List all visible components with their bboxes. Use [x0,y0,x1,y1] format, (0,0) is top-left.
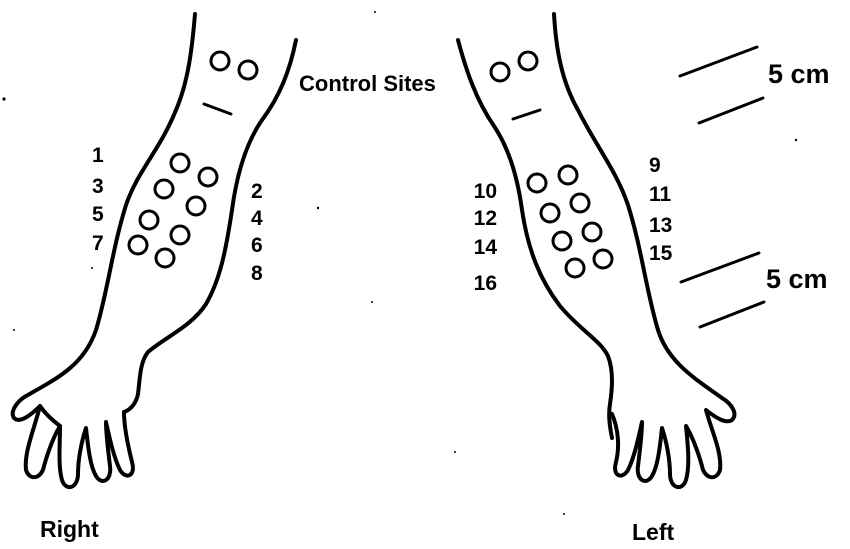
left-site-number: 11 [649,183,672,206]
right-test-site [129,236,147,254]
left-site-number: 9 [649,154,661,177]
left-test-site [571,194,589,212]
left-site-number: 14 [474,236,498,259]
left-site-number: 15 [649,242,673,265]
left-test-site [528,174,546,192]
left-control-site-2 [519,52,537,70]
left-site-number: 16 [474,272,497,295]
scale-bar-upper: 5 cm [680,47,830,123]
right-site-number: 8 [251,262,263,285]
scale-bar-lower: 5 cm [681,253,828,327]
right-site-number: 7 [92,232,104,255]
left-control-site-1 [491,63,509,81]
right-test-site [156,249,174,267]
left-arm-outline-outer [554,14,734,487]
left-test-site [566,259,584,277]
control-sites-label: Control Sites [299,71,436,96]
left-test-site [594,250,612,268]
right-site-number: 3 [92,175,104,198]
right-arm: 1 3 5 7 2 4 6 8 Right [13,14,296,542]
right-control-mark [204,104,231,114]
left-control-mark [513,110,540,119]
left-site-number: 13 [649,214,672,237]
right-site-number: 4 [251,207,263,230]
scale-line [700,302,764,327]
left-test-site [553,232,571,250]
right-site-number: 1 [92,144,104,167]
right-test-site [140,211,158,229]
left-site-number: 10 [474,180,497,203]
scale-line [680,47,757,76]
right-test-site [171,226,189,244]
left-test-site [583,223,601,241]
right-control-site-2 [239,61,257,79]
right-thumb [40,406,60,426]
scale-line [699,98,763,123]
scale-bar-label: 5 cm [766,264,828,294]
scale-line [681,253,759,282]
right-test-site [199,168,217,186]
scale-bar-label: 5 cm [768,59,830,89]
left-test-site [559,166,577,184]
right-arm-label: Right [40,516,99,542]
right-test-site [155,180,173,198]
right-site-number: 6 [251,234,263,257]
left-test-site [541,204,559,222]
left-arm-label: Left [632,519,675,544]
right-test-site [171,154,189,172]
left-site-number: 12 [474,207,497,230]
right-test-site [187,197,205,215]
right-site-number: 2 [251,180,263,203]
right-site-number: 5 [92,203,104,226]
right-control-site-1 [211,52,229,70]
